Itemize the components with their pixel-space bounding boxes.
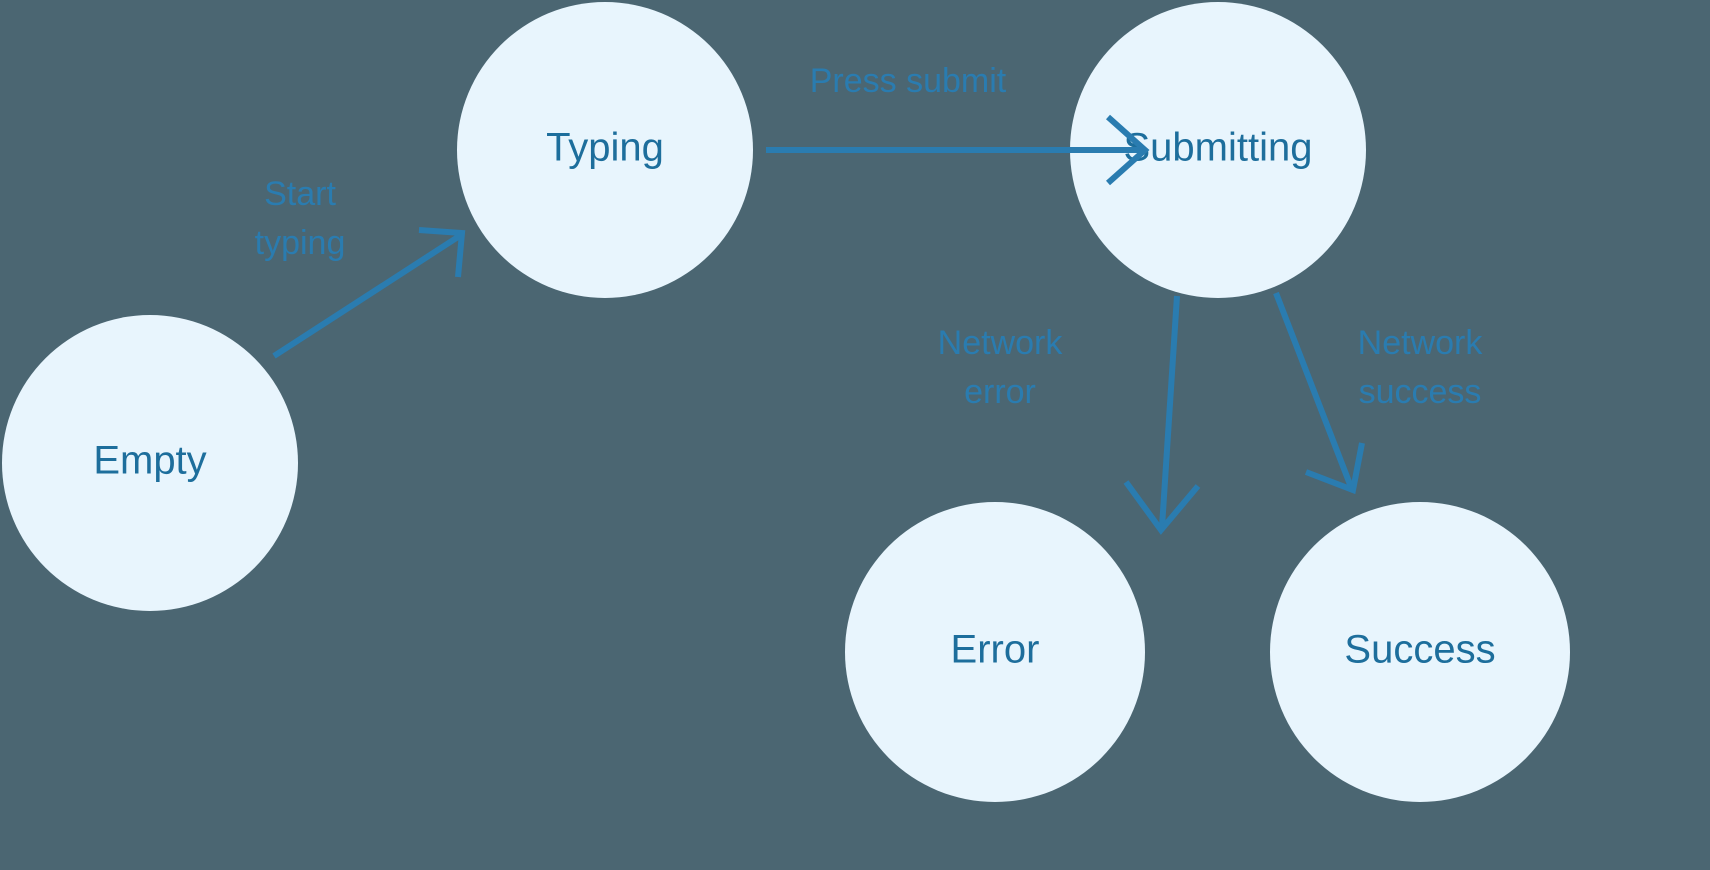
node-submitting-label: Submitting (1124, 126, 1313, 170)
edge-submitting-to-error-arrowhead (1123, 480, 1201, 535)
edge-label-start-typing-line-2: typing (255, 224, 346, 262)
edge-submitting-to-error (1123, 295, 1201, 535)
node-success[interactable]: Success (1270, 502, 1570, 802)
edge-label-network-error-line-1: Network (938, 324, 1064, 362)
edge-label-press-submit-line-1: Press submit (810, 62, 1007, 100)
edge-typing-to-submitting (766, 114, 1150, 186)
node-error[interactable]: Error (845, 502, 1145, 802)
edge-empty-to-typing-arrowhead (418, 227, 466, 278)
node-empty[interactable]: Empty (2, 315, 298, 611)
edge-submitting-to-success-line (1273, 291, 1354, 489)
edge-label-network-error: Network error (938, 324, 1064, 411)
edge-label-network-success: Network success (1358, 324, 1484, 411)
edge-submitting-to-success-arrowhead (1304, 442, 1365, 495)
edge-empty-to-typing (272, 227, 466, 359)
edge-label-press-submit: Press submit (810, 62, 1007, 100)
edge-label-network-error-line-2: error (964, 373, 1036, 411)
node-error-circle[interactable] (845, 502, 1145, 802)
edge-empty-to-typing-line (272, 232, 463, 359)
edge-label-network-success-line-1: Network (1358, 324, 1484, 362)
node-typing[interactable]: Typing (457, 2, 753, 298)
node-empty-circle[interactable] (2, 315, 298, 611)
node-typing-label: Typing (546, 126, 664, 170)
edge-typing-to-submitting-arrowhead (1106, 114, 1150, 186)
node-empty-label: Empty (93, 439, 206, 483)
node-success-label: Success (1344, 628, 1495, 672)
edge-submitting-to-success (1273, 291, 1365, 495)
edge-label-start-typing-line-1: Start (264, 175, 336, 213)
node-success-circle[interactable] (1270, 502, 1570, 802)
node-submitting-circle[interactable] (1070, 2, 1366, 298)
edge-submitting-to-error-line (1159, 295, 1180, 528)
node-error-label: Error (951, 628, 1040, 672)
node-typing-circle[interactable] (457, 2, 753, 298)
edge-label-start-typing: Start typing (255, 175, 346, 262)
node-submitting[interactable]: Submitting (1070, 2, 1366, 298)
edge-label-network-success-line-2: success (1359, 373, 1482, 411)
